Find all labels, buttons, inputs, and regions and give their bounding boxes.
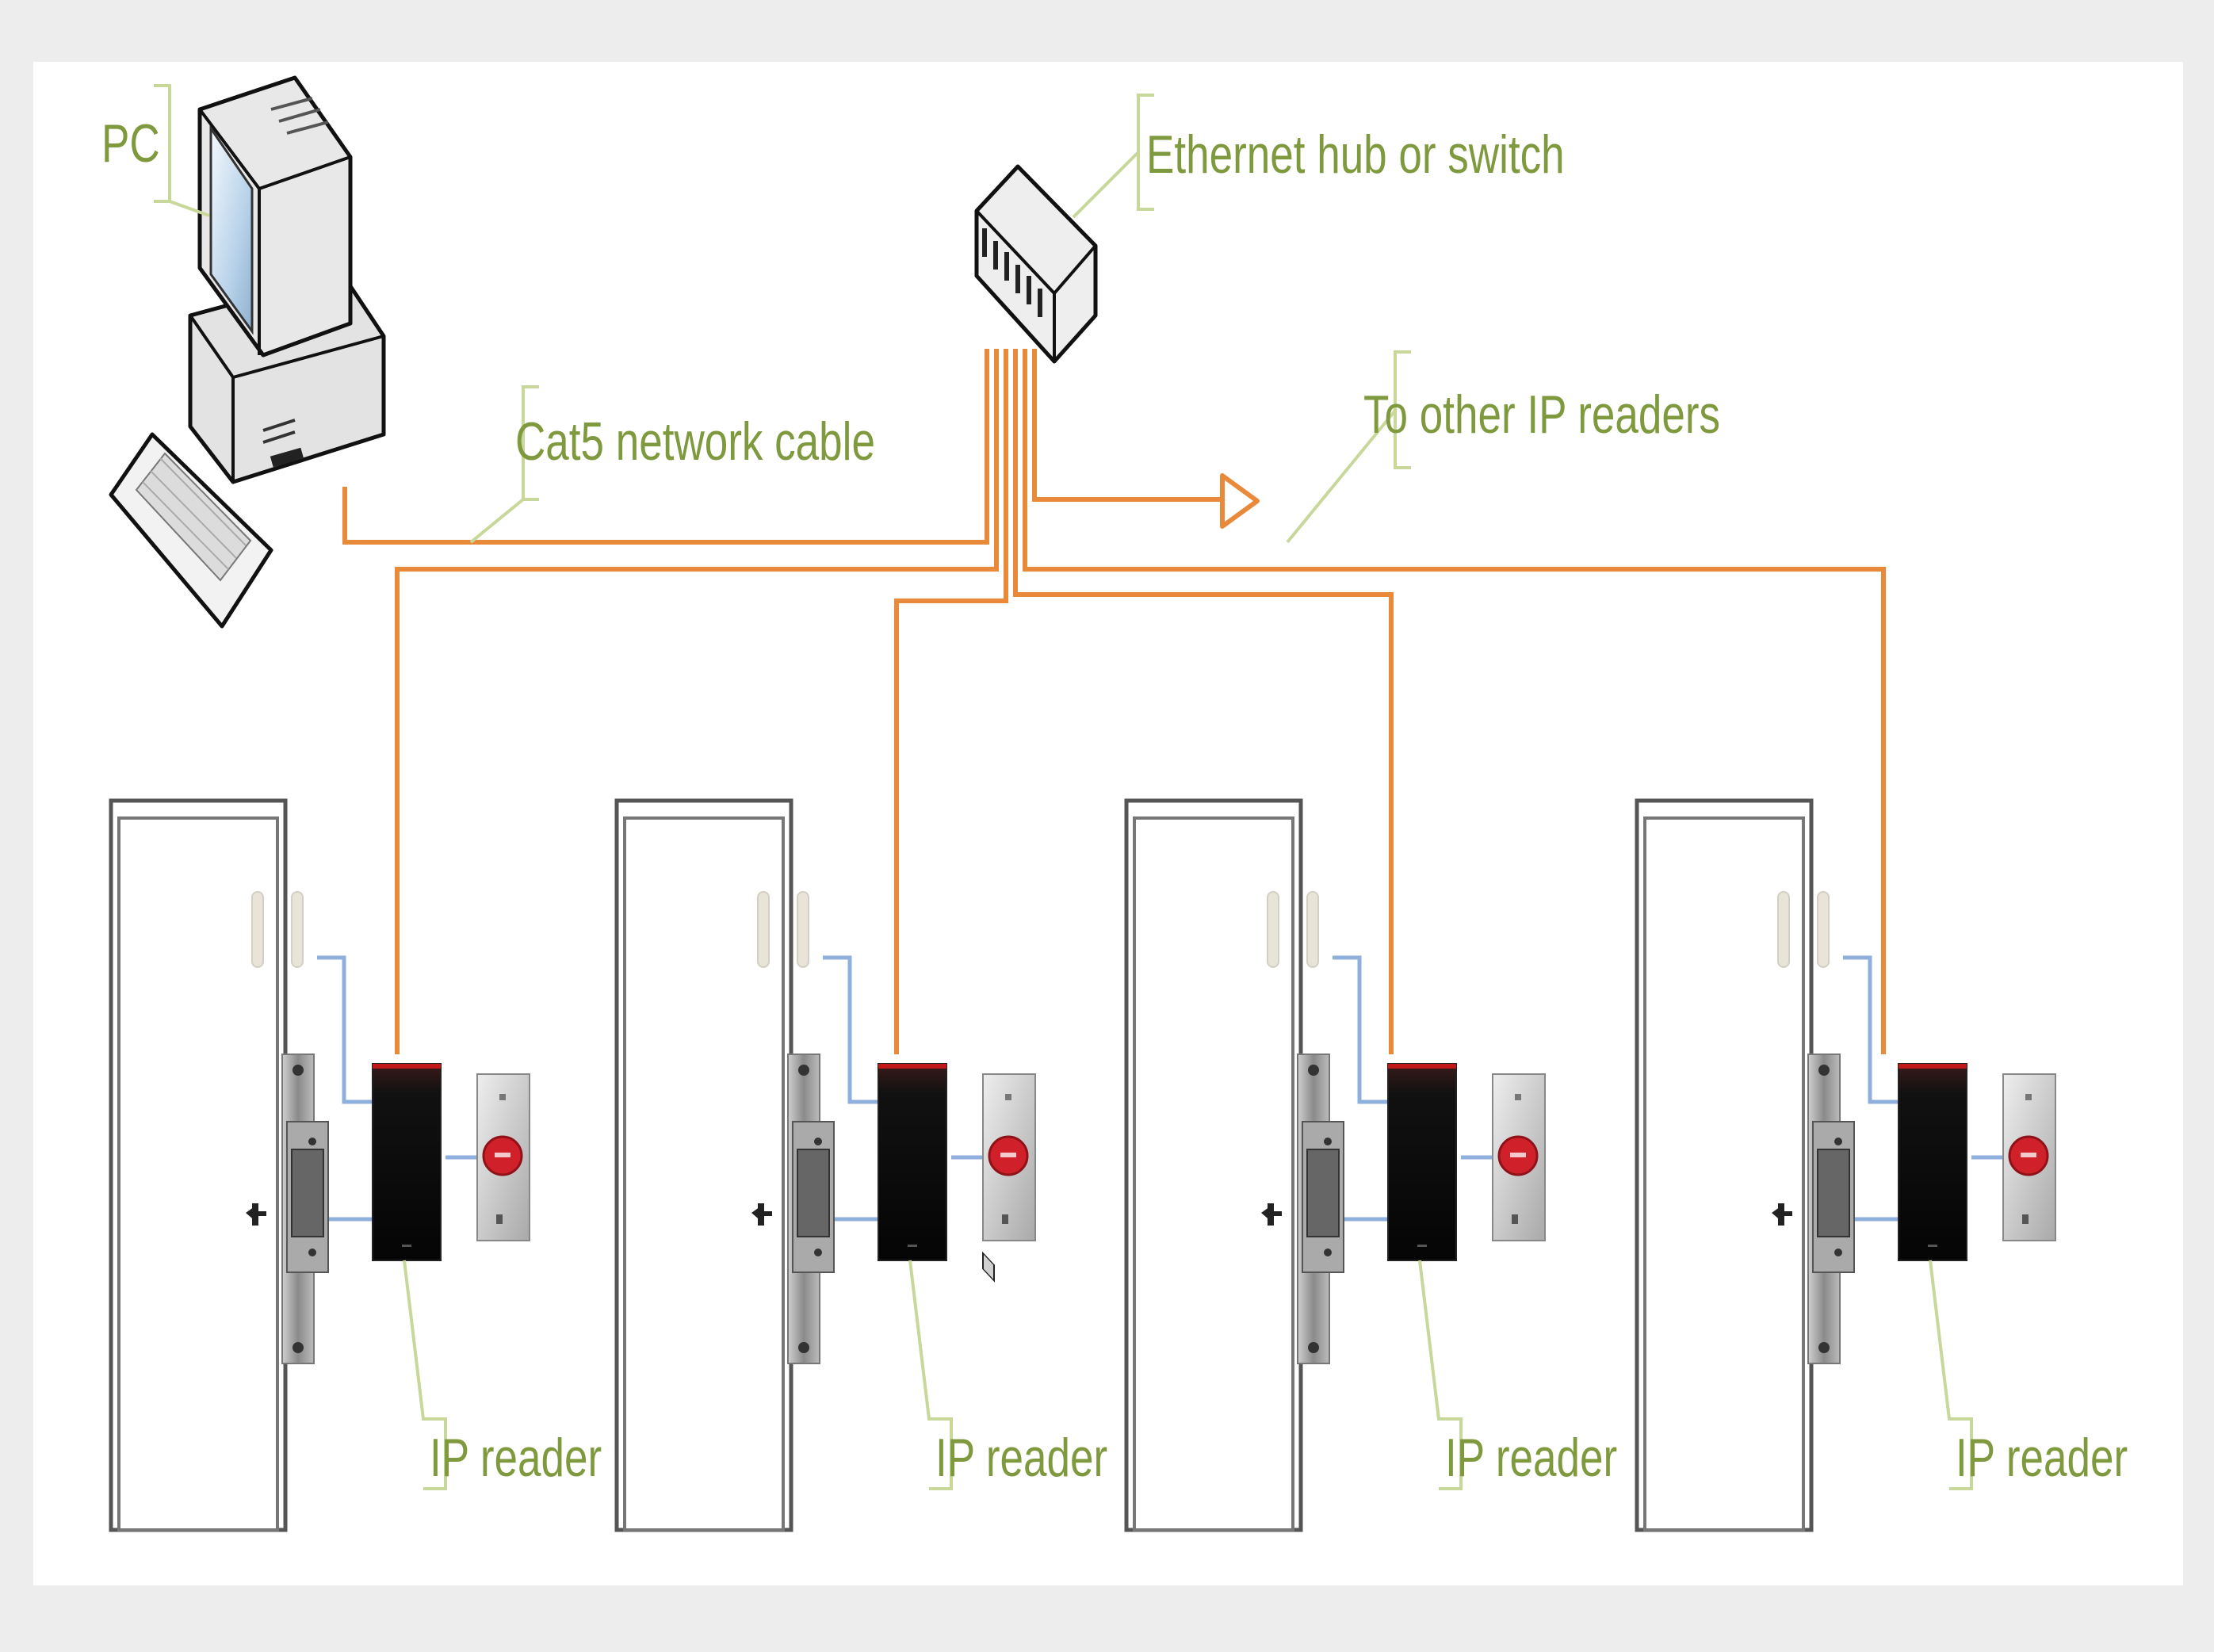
switch-label: Ethernet hub or switch: [1146, 124, 1565, 185]
door-unit-2: [617, 801, 1035, 1530]
cable-to-reader-3: [1013, 349, 1394, 1054]
reader-label-4: IP reader: [1956, 1428, 2128, 1488]
cable-to-reader-1: [395, 349, 999, 1054]
reader-label-1: IP reader: [430, 1428, 602, 1488]
cable-pc-to-switch: [342, 349, 989, 545]
door-unit-3: [1126, 801, 1545, 1530]
pc-label: PC: [101, 113, 160, 174]
cable-label: Cat5 network cable: [515, 411, 875, 472]
cable-to-reader-4: [1023, 349, 1886, 1054]
arrow-right-icon: [1220, 473, 1260, 529]
cat5-cables: [342, 349, 1886, 1054]
cable-to-reader-2: [894, 349, 1008, 1054]
network-diagram: PC Ethernet hub or switch Cat5 network c…: [101, 75, 2128, 1585]
cable-to-other-readers: [1032, 349, 1222, 502]
label-leaders: [154, 84, 1973, 1490]
pc-icon: [109, 75, 386, 629]
other-readers-label: To other IP readers: [1363, 384, 1720, 445]
reader-label-2: IP reader: [935, 1428, 1107, 1488]
door-unit-1: [111, 801, 530, 1530]
door-unit-4: [1637, 801, 2055, 1530]
switch-icon: [974, 164, 1098, 1283]
diagram-canvas: PC Ethernet hub or switch Cat5 network c…: [33, 62, 2183, 1585]
reader-label-3: IP reader: [1445, 1428, 1617, 1488]
